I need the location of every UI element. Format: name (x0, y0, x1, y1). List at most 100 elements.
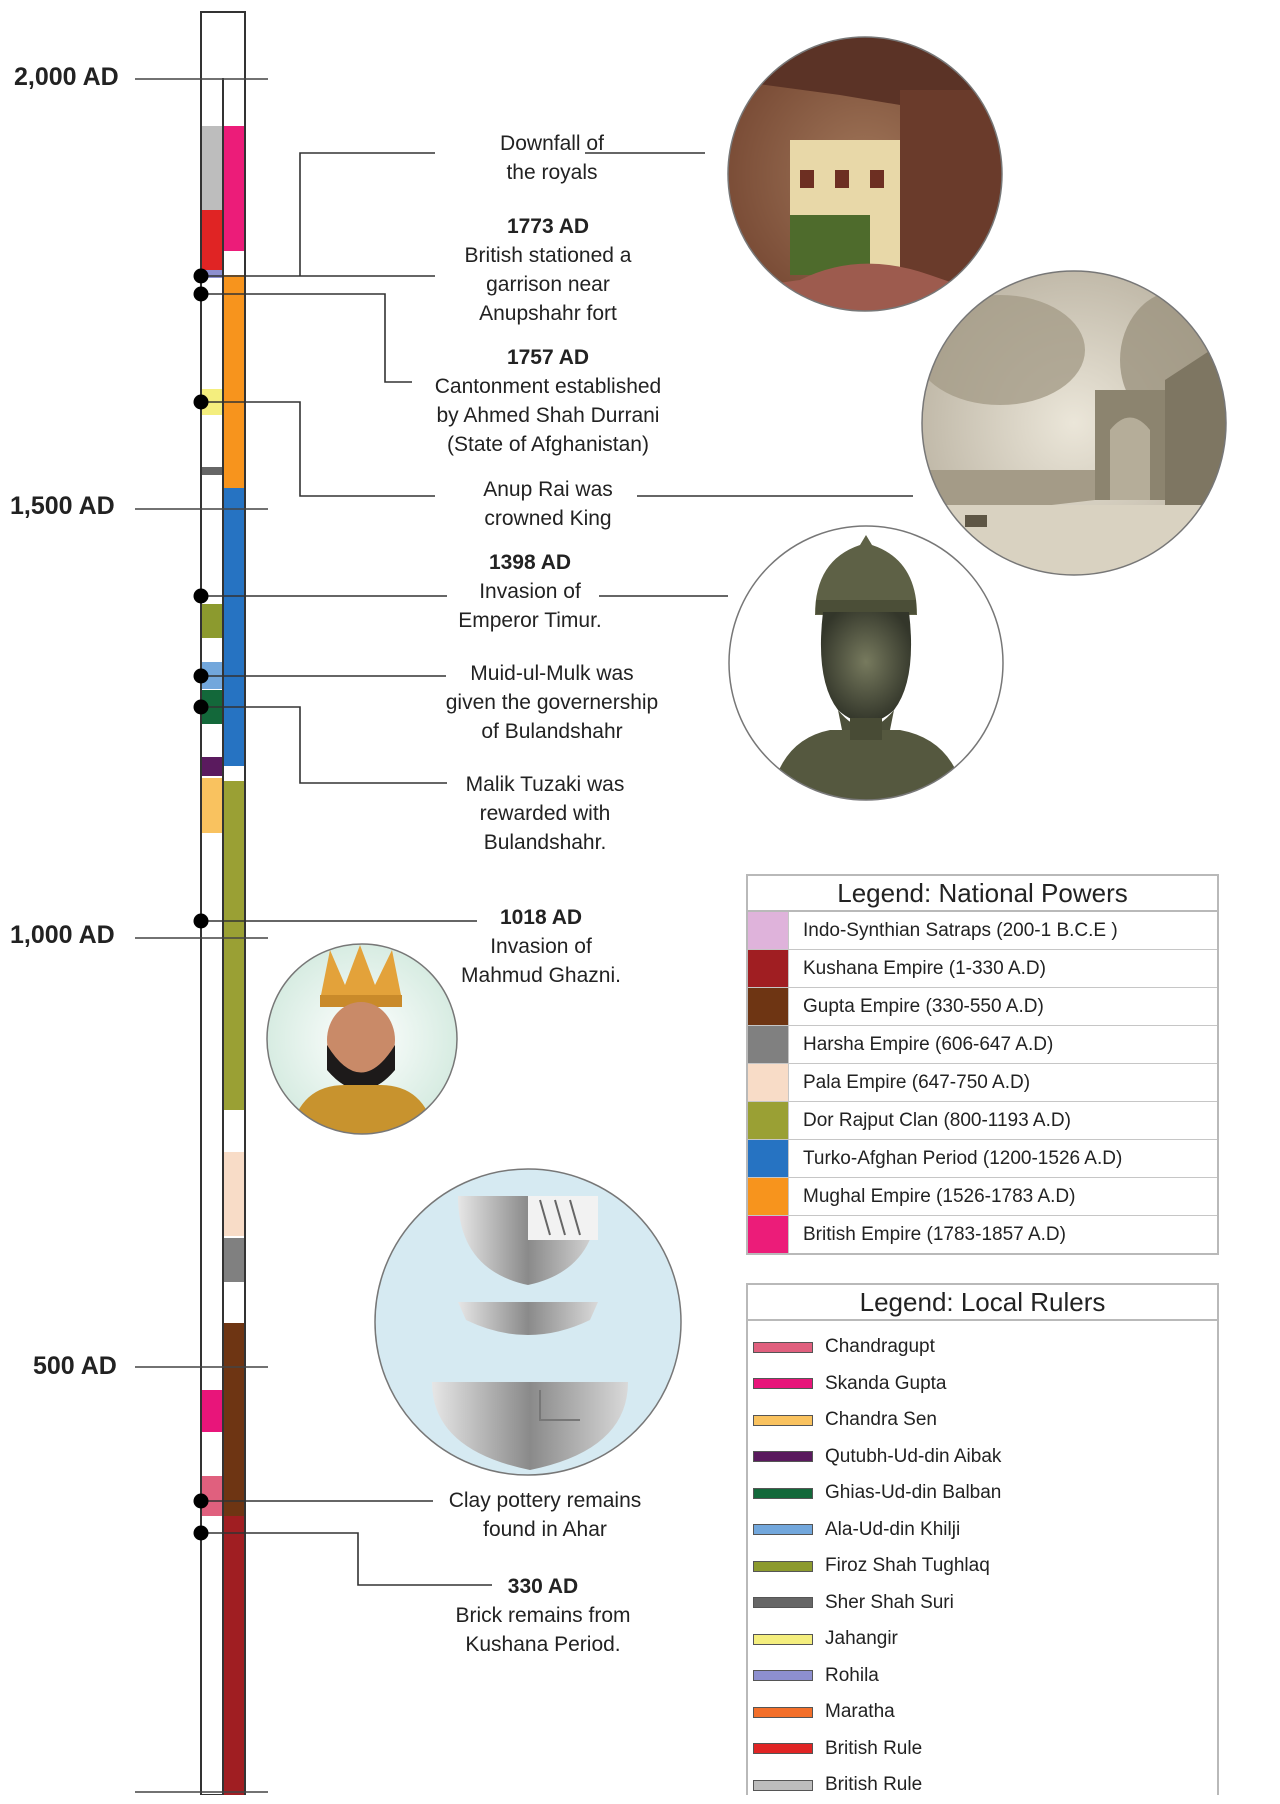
event-line: British stationed a (464, 244, 632, 267)
legend-swatch (748, 950, 788, 987)
era-label-2000: 2,000 AD (14, 63, 119, 91)
legend-national-powers: Legend: National Powers Indo-Synthian Sa… (746, 874, 1219, 1255)
segment-chandragupt (202, 1476, 222, 1516)
event-line: Cantonment established (434, 375, 662, 398)
legend-local-item: Chandra Sen (748, 1402, 1217, 1439)
segment-mughal (224, 275, 244, 488)
connector-1757 (201, 293, 412, 383)
segment-gupta (224, 1323, 244, 1516)
legend-swatch (753, 1414, 813, 1426)
segment-british-rule-red (202, 210, 222, 270)
era-ticks (135, 78, 268, 1793)
marker-1398 (193, 588, 209, 604)
legend-national-title: Legend: National Powers (748, 876, 1217, 912)
marker-anup-rai (193, 394, 209, 410)
event-line: Kushana Period. (465, 1633, 621, 1656)
legend-label: Pala Empire (647-750 A.D) (788, 1064, 1217, 1101)
legend-swatch (753, 1378, 813, 1390)
event-line: Downfall of (500, 132, 604, 155)
ghazni-portrait-photo (266, 943, 458, 1135)
segment-sher-shah-suri (202, 467, 222, 475)
event-year: 330 AD (507, 1575, 579, 1598)
legend-swatch (753, 1341, 813, 1353)
legend-swatch (748, 1216, 788, 1253)
event-1757: 1757 AD Cantonment established by Ahmed … (435, 343, 661, 459)
national-powers-segments (224, 126, 244, 1795)
legend-national-item: Indo-Synthian Satraps (200-1 B.C.E ) (748, 912, 1217, 950)
legend-local-item: Ala-Ud-din Khilji (748, 1512, 1217, 1549)
event-year: 1018 AD (499, 906, 583, 929)
marker-1018 (193, 913, 209, 929)
era-label-1000: 1,000 AD (10, 921, 115, 949)
legend-swatch (748, 1102, 788, 1139)
legend-label: Turko-Afghan Period (1200-1526 A.D) (788, 1140, 1217, 1177)
legend-label: Maratha (825, 1701, 895, 1723)
legend-national-item: Pala Empire (647-750 A.D) (748, 1064, 1217, 1102)
legend-swatch (753, 1706, 813, 1718)
legend-label: British Rule (825, 1737, 923, 1759)
legend-swatch (753, 1451, 813, 1463)
legend-local-item: Qutubh-Ud-din Aibak (748, 1439, 1217, 1476)
marker-330 (193, 1525, 209, 1541)
legend-national-item: British Empire (1783-1857 A.D) (748, 1216, 1217, 1253)
event-line: Malik Tuzaki was (465, 773, 625, 796)
legend-local-title: Legend: Local Rulers (748, 1285, 1217, 1321)
legend-national-list: Indo-Synthian Satraps (200-1 B.C.E )Kush… (748, 912, 1217, 1253)
legend-swatch (753, 1779, 813, 1791)
legend-local-item: Firoz Shah Tughlaq (748, 1548, 1217, 1585)
legend-label: Ala-Ud-din Khilji (825, 1518, 961, 1540)
event-line: given the governership (445, 691, 659, 714)
event-line: rewarded with (479, 802, 611, 825)
segment-harsha (224, 1238, 244, 1282)
legend-swatch (748, 1064, 788, 1101)
event-line: crowned King (484, 507, 612, 530)
legend-label: Dor Rajput Clan (800-1193 A.D) (788, 1102, 1217, 1139)
connector-330 (201, 1532, 492, 1586)
event-1773: 1773 AD British stationed a garrison nea… (465, 212, 632, 328)
fort-sketch-photo (921, 270, 1227, 576)
event-downfall: Downfall of the royals (500, 129, 604, 187)
event-line: by Ahmed Shah Durrani (436, 404, 660, 427)
marker-muid (193, 668, 209, 684)
event-line: Invasion of (490, 935, 592, 958)
event-malik-tuzaki: Malik Tuzaki was rewarded with Bulandsha… (466, 770, 625, 857)
legend-swatch (753, 1633, 813, 1645)
legend-swatch (753, 1743, 813, 1755)
legend-label: Skanda Gupta (825, 1372, 947, 1394)
segment-turko-afghan (224, 488, 244, 766)
pottery-photo (374, 1168, 682, 1476)
event-year: 1773 AD (506, 215, 590, 238)
legend-swatch (753, 1670, 813, 1682)
segment-chandra-sen (202, 778, 222, 833)
legend-label: Jahangir (825, 1628, 898, 1650)
event-muid-ul-mulk: Muid-ul-Mulk was given the governership … (446, 659, 658, 746)
marker-1773 (193, 268, 209, 284)
legend-local-item: Chandragupt (748, 1329, 1217, 1366)
legend-local-item: Jahangir (748, 1621, 1217, 1658)
legend-local-item: Sher Shah Suri (748, 1585, 1217, 1622)
legend-national-item: Gupta Empire (330-550 A.D) (748, 988, 1217, 1026)
event-line: garrison near (486, 273, 610, 296)
legend-local-item: Ghias-Ud-din Balban (748, 1475, 1217, 1512)
legend-local-item: Maratha (748, 1694, 1217, 1731)
event-line: Emperor Timur. (458, 609, 602, 632)
event-year: 1398 AD (488, 551, 572, 574)
era-label-1500: 1,500 AD (10, 492, 115, 520)
event-connectors (201, 152, 913, 1586)
legend-label: Indo-Synthian Satraps (200-1 B.C.E ) (788, 912, 1217, 949)
event-line: (State of Afghanistan) (447, 433, 649, 456)
connector-anup-rai (201, 401, 435, 497)
event-line: Muid-ul-Mulk was (470, 662, 634, 685)
legend-swatch (748, 988, 788, 1025)
event-line: Anup Rai was (483, 478, 613, 501)
event-330: 330 AD Brick remains from Kushana Period… (455, 1572, 630, 1659)
event-line: of Bulandshahr (481, 720, 623, 743)
segment-qutubh-ud-din-aibak (202, 757, 222, 776)
connector-malik (201, 706, 447, 784)
legend-label: Chandragupt (825, 1336, 935, 1358)
fort-gate-photo (727, 36, 1003, 312)
event-line: Anupshahr fort (479, 302, 617, 325)
legend-label: Kushana Empire (1-330 A.D) (788, 950, 1217, 987)
